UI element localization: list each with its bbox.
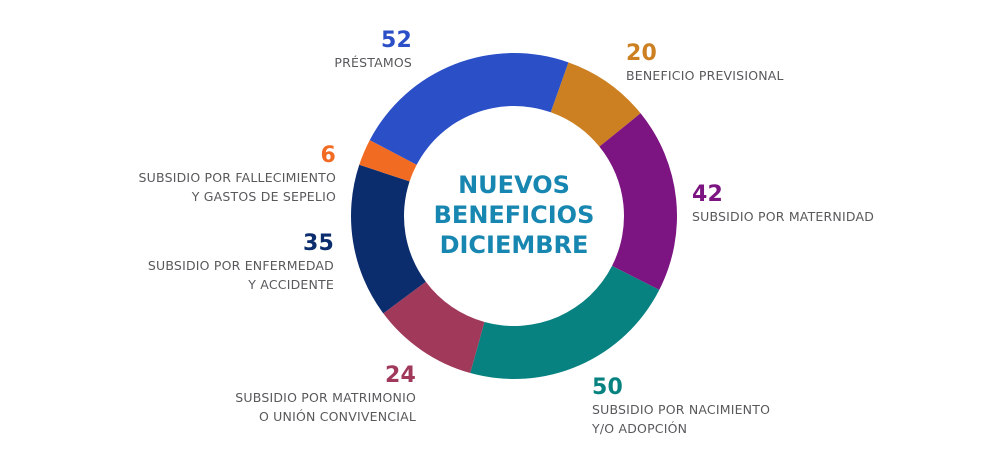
donut-slice-2	[470, 265, 660, 379]
category-label: PRÉSTAMOS	[334, 55, 412, 70]
category-label: SUBSIDIO POR MATERNIDAD	[692, 209, 875, 224]
category-label: SUBSIDIO POR ENFERMEDAD	[147, 258, 334, 273]
label-matrimonio: 24 SUBSIDIO POR MATRIMONIO O UNIÓN CONVI…	[235, 364, 416, 426]
title-line: DICIEMBRE	[439, 231, 589, 259]
category-label: O UNIÓN CONVIVENCIAL	[258, 409, 416, 424]
label-fallecimiento: 6 SUBSIDIO POR FALLECIMIENTO Y GASTOS DE…	[139, 144, 336, 206]
category-label: SUBSIDIO POR FALLECIMIENTO	[138, 170, 336, 185]
category-label: BENEFICIO PREVISIONAL	[626, 68, 784, 83]
title-line: NUEVOS	[458, 171, 570, 199]
donut-slice-5	[359, 140, 417, 182]
donut-slice-4	[350, 164, 426, 314]
category-label: SUBSIDIO POR MATRIMONIO	[235, 390, 416, 405]
value-label: 20	[626, 41, 658, 66]
label-enfermedad: 35 SUBSIDIO POR ENFERMEDAD Y ACCIDENTE	[148, 232, 334, 294]
value-label: 42	[692, 182, 724, 207]
label-beneficio-previsional: 20 BENEFICIO PREVISIONAL	[626, 42, 784, 85]
label-nacimiento: 50 SUBSIDIO POR NACIMIENTO Y/O ADOPCIÓN	[592, 376, 770, 438]
donut-slice-1	[599, 113, 677, 290]
donut-slice-3	[383, 281, 485, 374]
value-label: 6	[320, 143, 336, 168]
label-prestamos: 52 PRÉSTAMOS	[334, 29, 412, 72]
title-line: BENEFICIOS	[433, 201, 595, 229]
label-maternidad: 42 SUBSIDIO POR MATERNIDAD	[692, 183, 874, 226]
value-label: 24	[384, 363, 416, 388]
value-label: 50	[592, 375, 624, 400]
value-label: 52	[380, 28, 412, 53]
donut-slice-0	[550, 62, 641, 147]
category-label: SUBSIDIO POR NACIMIENTO	[592, 402, 771, 417]
donut-slice-6	[369, 53, 569, 165]
category-label: Y GASTOS DE SEPELIO	[191, 189, 336, 204]
category-label: Y/O ADOPCIÓN	[592, 421, 688, 436]
chart-title: NUEVOS BENEFICIOS DICIEMBRE	[414, 170, 614, 260]
category-label: Y ACCIDENTE	[248, 277, 334, 292]
value-label: 35	[302, 231, 334, 256]
